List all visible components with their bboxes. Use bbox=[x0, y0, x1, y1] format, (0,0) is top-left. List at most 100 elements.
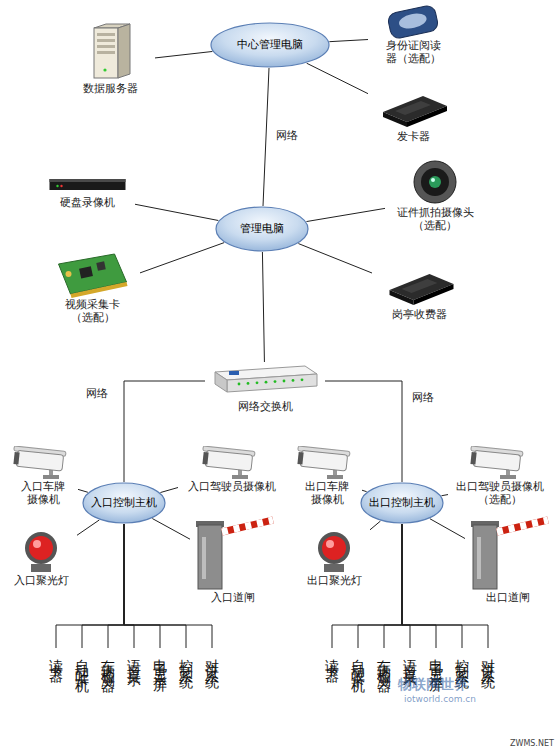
server-icon-part bbox=[118, 24, 130, 78]
node-caption: 硬盘录像机 bbox=[40, 196, 135, 209]
barrier-icon-part bbox=[222, 520, 273, 532]
videocard-icon bbox=[45, 250, 140, 298]
device-label-box: 对讲系统 bbox=[202, 648, 222, 748]
node-caption: 出口道闸 bbox=[465, 591, 550, 604]
barrier-gate: 出口道闸 bbox=[465, 515, 550, 610]
server-icon-part bbox=[103, 68, 106, 71]
watermark: ZWMS.NET bbox=[510, 739, 554, 748]
dvr-icon-part bbox=[60, 185, 62, 187]
node-caption: 出口控制主机 bbox=[369, 496, 435, 509]
ellipse-shape bbox=[216, 207, 308, 251]
camera-device: 出口驾驶员摄像机（选配） bbox=[448, 446, 552, 524]
barrier-icon-part bbox=[497, 520, 548, 532]
controller-ellipse: 入口控制主机 bbox=[82, 482, 166, 524]
device-label-box: 自动吐卡机 bbox=[72, 648, 92, 748]
network-wire bbox=[124, 524, 186, 648]
ellipse-shape bbox=[211, 23, 329, 67]
server-icon bbox=[65, 22, 155, 82]
cardreader-icon bbox=[368, 82, 458, 130]
edge-label: 网络 bbox=[276, 128, 298, 143]
node-caption: 入口车牌摄像机 bbox=[19, 480, 67, 506]
device-label-box: 对讲系统 bbox=[478, 648, 498, 748]
network-wire bbox=[402, 524, 436, 648]
barrier-icon-part bbox=[202, 537, 206, 579]
switch-device: 网络交换机 bbox=[205, 362, 325, 424]
switch-icon-part bbox=[215, 372, 227, 392]
boxcam-icon bbox=[448, 446, 552, 480]
capturecam-icon-part bbox=[414, 161, 456, 203]
edge-label: 网络 bbox=[412, 390, 434, 405]
light-icon bbox=[298, 528, 370, 574]
barrier-icon-part bbox=[477, 537, 481, 579]
dvr-icon-part bbox=[50, 179, 126, 182]
boxcam-icon bbox=[292, 446, 362, 480]
network-wire bbox=[402, 524, 410, 648]
card-issuer-device: 发卡器 bbox=[368, 82, 458, 150]
videocard-icon-part bbox=[71, 282, 128, 298]
camera-device: 证件抓拍摄像头（选配） bbox=[385, 158, 485, 242]
node-caption: 入口聚光灯 bbox=[5, 574, 77, 587]
network-wire bbox=[108, 524, 124, 648]
light-icon-part bbox=[322, 536, 346, 560]
barrier-icon-part bbox=[497, 520, 548, 532]
boxcam-icon bbox=[178, 446, 286, 480]
capturecam-icon-part bbox=[429, 176, 441, 188]
device-label: 语音提示 bbox=[403, 648, 417, 668]
device-label: 电子显示屏 bbox=[429, 648, 443, 673]
network-wire bbox=[441, 495, 448, 496]
switch-icon-part bbox=[274, 380, 277, 383]
device-label-box: 自动收卡机 bbox=[348, 648, 368, 748]
network-wire bbox=[155, 51, 212, 57]
barrier-gate: 入口道闸 bbox=[190, 515, 275, 610]
capturecam-icon-part bbox=[431, 178, 435, 182]
network-wire bbox=[152, 519, 190, 540]
spotlight-device: 入口聚光灯 bbox=[5, 528, 77, 592]
idreader-icon-part bbox=[387, 4, 439, 39]
network-wire bbox=[370, 521, 380, 530]
ellipse-shape bbox=[83, 483, 165, 523]
node-caption: 出口聚光灯 bbox=[298, 574, 370, 587]
device-label-box: 电子显示屏 bbox=[150, 648, 170, 748]
boxcam-icon-part bbox=[13, 452, 19, 464]
network-wire bbox=[358, 524, 402, 648]
device-label-box: 车辆检测器 bbox=[98, 648, 118, 748]
device-label-box: 读卡器 bbox=[322, 648, 342, 748]
boxcam-icon-part bbox=[500, 475, 516, 479]
network-wire bbox=[78, 489, 88, 492]
node-caption: 管理电脑 bbox=[240, 222, 284, 235]
server-icon-part bbox=[94, 28, 118, 78]
light-icon bbox=[5, 528, 77, 574]
boxcam-icon-part bbox=[205, 450, 252, 471]
node-caption: 视频采集卡（选配） bbox=[63, 298, 123, 324]
device-label-box: 读卡器 bbox=[46, 648, 66, 748]
server-icon-part bbox=[97, 51, 115, 54]
device-label: 对讲系统 bbox=[205, 648, 219, 668]
boxcam-icon-part bbox=[473, 450, 520, 471]
node-caption: 入口控制主机 bbox=[91, 496, 157, 509]
node-caption: 岗亭收费器 bbox=[372, 308, 467, 321]
boxcam-icon-part bbox=[202, 452, 208, 464]
device-label: 控制系统 bbox=[179, 648, 193, 668]
node-caption: 出口驾驶员摄像机（选配） bbox=[454, 480, 546, 506]
light-icon-part bbox=[324, 564, 344, 572]
network-wire bbox=[140, 243, 224, 273]
idreader-icon-part bbox=[398, 11, 428, 31]
light-icon-part bbox=[318, 532, 350, 564]
switch-icon-part bbox=[256, 381, 259, 384]
recorder-device: 硬盘录像机 bbox=[40, 172, 135, 218]
light-icon-part bbox=[31, 564, 51, 572]
cardreader-icon bbox=[372, 252, 467, 308]
device-label: 对讲系统 bbox=[481, 648, 495, 668]
node-caption: 数据服务器 bbox=[65, 82, 155, 95]
node-caption: 网络交换机 bbox=[205, 400, 325, 413]
boxcam-icon bbox=[8, 446, 78, 480]
videocard-icon-part bbox=[79, 266, 93, 278]
device-label: 读卡器 bbox=[49, 648, 63, 663]
boxcam-icon-part bbox=[43, 475, 59, 479]
device-label: 车辆检测器 bbox=[101, 648, 115, 673]
watermark: iotworld.com.cn bbox=[404, 694, 476, 704]
boxcam-icon-part bbox=[470, 452, 476, 464]
network-wire bbox=[124, 524, 134, 648]
server-icon-part bbox=[97, 39, 115, 42]
